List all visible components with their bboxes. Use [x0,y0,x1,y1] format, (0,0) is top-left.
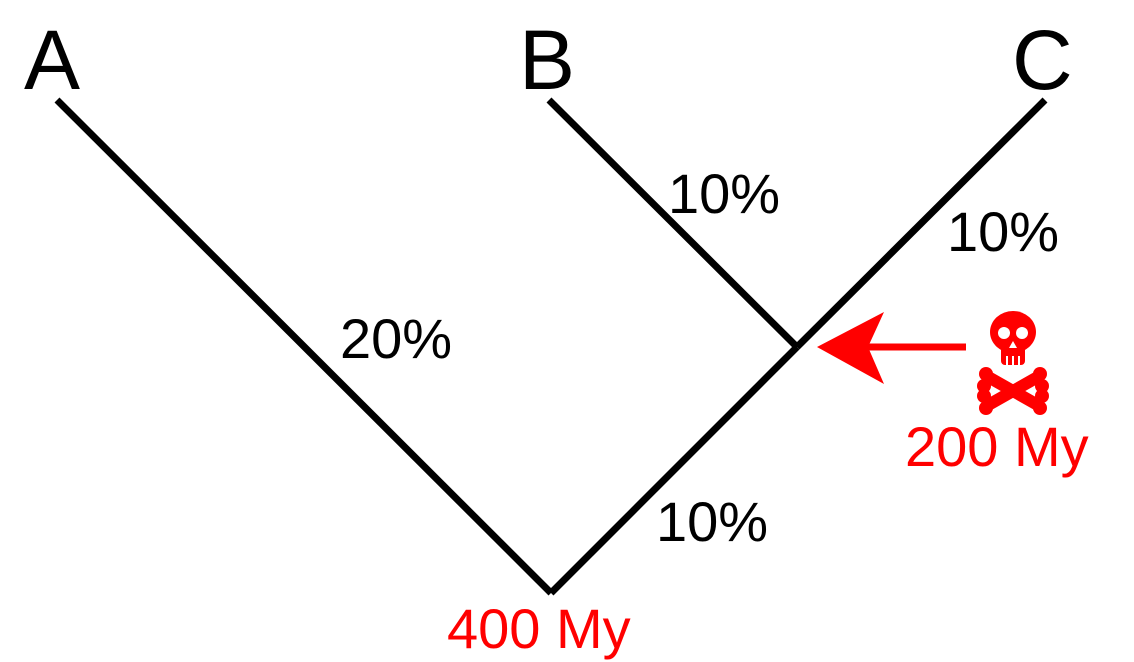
tip-label-a: A [24,13,81,107]
tip-label-c: C [1012,13,1073,107]
tip-label-b: B [519,13,576,107]
extinction-age-label: 200 My [905,415,1089,478]
skull-and-crossbones-icon [977,311,1049,415]
branch-internal [548,344,800,596]
arrow-left-icon [817,312,966,384]
branch-b [546,97,800,350]
branch-c-percent: 10% [947,200,1060,263]
branch-c [794,97,1048,350]
branch-b-percent: 10% [668,162,781,225]
branch-internal-percent: 10% [656,490,769,553]
branch-a [54,97,554,596]
root-age-label: 400 My [447,597,631,660]
branch-a-percent: 20% [340,307,453,370]
